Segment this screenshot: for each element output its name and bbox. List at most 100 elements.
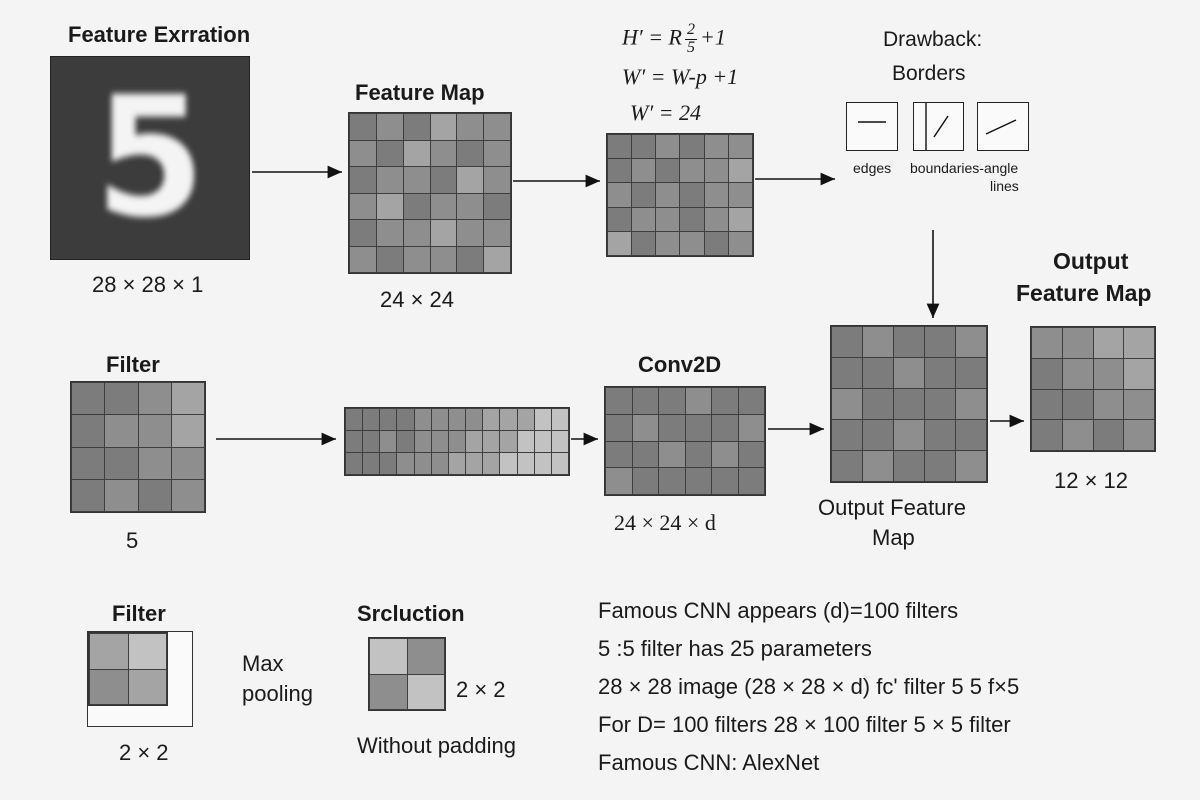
grid-cell <box>551 453 568 474</box>
grid-cell <box>350 220 376 246</box>
note-line: 28 × 28 image (28 × 28 × d) fc' filter 5… <box>598 674 1020 699</box>
grid-cell <box>90 634 128 669</box>
grid-cell <box>608 231 632 255</box>
grid-cell <box>632 441 658 468</box>
grid-cell <box>1062 358 1093 389</box>
input-size-label: 28 × 28 × 1 <box>92 272 204 297</box>
grid-cell <box>448 409 466 430</box>
grid-cell <box>457 193 484 219</box>
grid-cell <box>738 414 764 441</box>
grid-cell <box>680 135 704 159</box>
grid-cell <box>466 453 483 474</box>
output-middle-label-line2: Map <box>872 525 915 550</box>
grid-cell <box>1093 389 1124 420</box>
grid-cell <box>656 159 680 183</box>
grid-cell <box>430 193 457 219</box>
grid-cell <box>431 431 448 452</box>
grid-cell <box>1032 389 1062 420</box>
pooling-filter-size-label: 2 × 2 <box>119 740 169 765</box>
formula-width-result: W′ = 24 <box>630 100 701 125</box>
grid-cell <box>704 183 728 207</box>
note-line: For D= 100 filters 28 × 100 filter 5 × 5… <box>598 712 1011 737</box>
grid-cell <box>1124 328 1154 358</box>
grid-cell <box>738 468 764 494</box>
grid-cell <box>430 167 457 193</box>
grid-cell <box>656 207 680 231</box>
grid-cell <box>659 388 685 414</box>
grid-cell <box>685 388 711 414</box>
grid-cell <box>90 669 128 704</box>
grid-cell <box>632 414 658 441</box>
grid-cell <box>704 159 728 183</box>
grid-cell <box>484 193 510 219</box>
output-middle-label-line1: Output Feature <box>818 495 966 520</box>
grid-cell <box>128 634 166 669</box>
grid-cell <box>551 431 568 452</box>
grid-cell <box>606 441 632 468</box>
grid-cell <box>632 207 656 231</box>
grid-cell <box>925 327 955 357</box>
grid-cell <box>632 135 656 159</box>
grid-cell <box>606 414 632 441</box>
grid-cell <box>370 674 407 709</box>
grid-cell <box>346 453 363 474</box>
grid-cell <box>728 231 752 255</box>
grid-cell <box>448 431 466 452</box>
grid-cell <box>105 479 138 511</box>
small-feature-map-grid <box>606 133 754 257</box>
grid-cell <box>680 207 704 231</box>
grid-cell <box>363 431 380 452</box>
grid-cell <box>1032 420 1062 450</box>
grid-cell <box>832 389 862 419</box>
grid-cell <box>397 409 414 430</box>
grid-cell <box>484 140 510 166</box>
grid-cell <box>685 468 711 494</box>
max-pooling-line1: Max <box>242 651 284 676</box>
grid-cell <box>956 358 986 388</box>
filter-top-title: Filter <box>106 352 160 377</box>
grid-cell <box>403 220 430 246</box>
grid-cell <box>1124 358 1154 389</box>
grid-cell <box>632 388 658 414</box>
grid-cell <box>956 451 986 481</box>
grid-cell <box>457 140 484 166</box>
grid-cell <box>728 159 752 183</box>
grid-cell <box>397 453 414 474</box>
grid-cell <box>894 451 924 481</box>
grid-cell <box>376 220 403 246</box>
grid-cell <box>1124 420 1154 450</box>
grid-cell <box>659 414 685 441</box>
grid-cell <box>1032 328 1062 358</box>
grid-cell <box>414 431 431 452</box>
grid-cell <box>350 140 376 166</box>
grid-cell <box>403 114 430 140</box>
grid-cell <box>728 183 752 207</box>
grid-cell <box>484 114 510 140</box>
output-feature-map-grid <box>830 325 988 483</box>
grid-cell <box>832 358 862 388</box>
grid-cell <box>448 453 466 474</box>
output-title-line1: Output <box>1053 248 1129 274</box>
output-right-size-label: 12 × 12 <box>1054 468 1129 493</box>
grid-cell <box>656 135 680 159</box>
grid-cell <box>925 358 955 388</box>
grid-cell <box>376 167 403 193</box>
grid-cell <box>832 451 862 481</box>
grid-cell <box>138 383 171 415</box>
grid-cell <box>704 207 728 231</box>
grid-cell <box>517 453 534 474</box>
grid-cell <box>728 207 752 231</box>
note-line: 5 :5 filter has 25 parameters <box>598 636 872 661</box>
grid-cell <box>608 183 632 207</box>
grid-cell <box>350 193 376 219</box>
grid-cell <box>712 414 738 441</box>
grid-cell <box>832 327 862 357</box>
grid-cell <box>894 327 924 357</box>
grid-cell <box>608 159 632 183</box>
grid-cell <box>685 441 711 468</box>
grid-cell <box>712 388 738 414</box>
grid-cell <box>956 327 986 357</box>
formula-height-lhs: H′ = R <box>622 24 682 50</box>
grid-cell <box>632 183 656 207</box>
